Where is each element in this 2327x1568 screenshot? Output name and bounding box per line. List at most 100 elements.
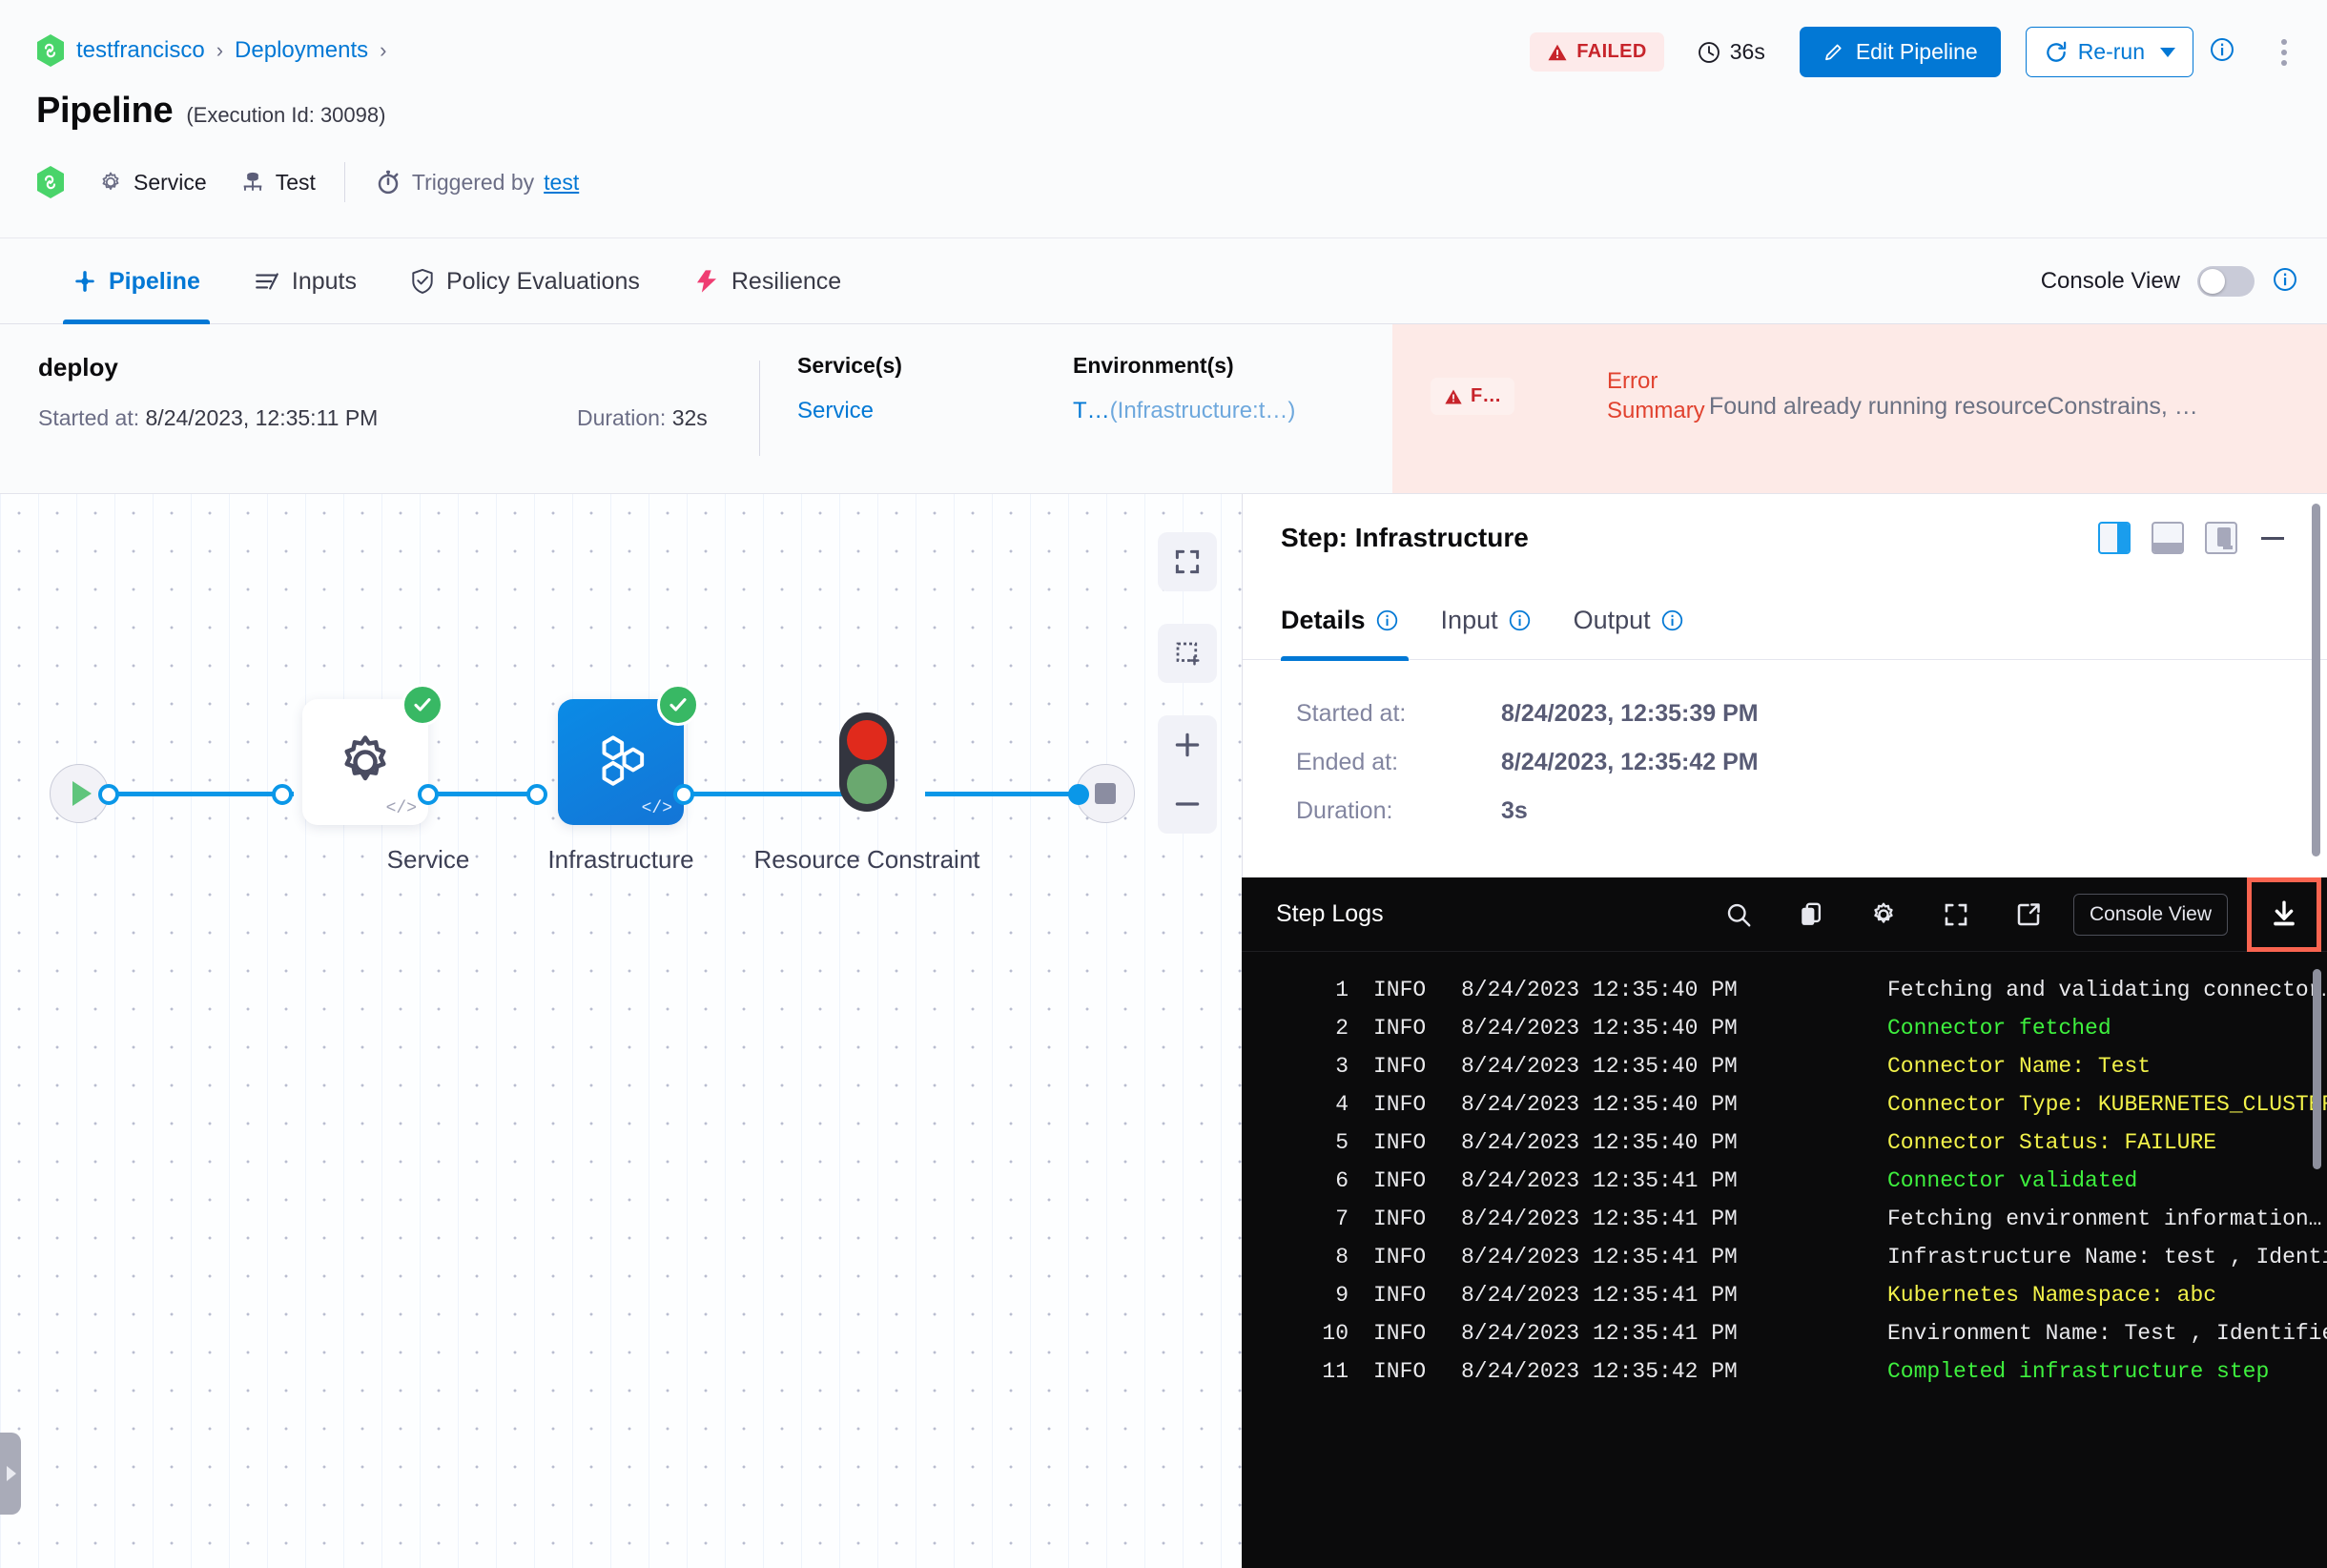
tab-pipeline[interactable]: Pipeline	[46, 238, 227, 324]
port-start-out[interactable]	[98, 784, 119, 805]
port-service-in[interactable]	[272, 784, 293, 805]
stage-duration: Duration: 32s	[577, 405, 708, 431]
zoom-in-button[interactable]	[1158, 715, 1217, 774]
tab-output[interactable]: Output	[1553, 582, 1705, 660]
traffic-light-green-icon	[847, 764, 887, 804]
dock-right-icon[interactable]	[2098, 522, 2131, 554]
breadcrumb-item-deployments[interactable]: Deployments	[235, 37, 369, 63]
tab-details[interactable]: Details	[1281, 582, 1420, 661]
tab-input-label: Input	[1440, 606, 1498, 634]
step-detail-header-actions	[2098, 494, 2287, 582]
copy-icon[interactable]	[1783, 887, 1839, 942]
edge-constraint-to-end	[925, 792, 1116, 796]
console-view-info-icon[interactable]	[2272, 266, 2298, 298]
chevron-down-icon	[2160, 47, 2175, 57]
step-logs-toolbar: Step Logs	[1242, 877, 2327, 952]
error-status-badge-label: F…	[1471, 385, 1502, 406]
log-line-level: INFO	[1373, 1321, 1427, 1346]
hexagons-icon	[602, 735, 645, 786]
breadcrumb-item-project[interactable]: testfrancisco	[76, 37, 205, 63]
edge-service-to-infrastructure	[360, 792, 542, 796]
log-line-time: 8/24/2023 12:35:40 PM	[1461, 1130, 1738, 1155]
service-node-code-icon: </>	[385, 799, 417, 818]
resource-constraint-node[interactable]	[839, 712, 895, 812]
environments-value-group[interactable]: T…(Infrastructure:t…)	[1073, 398, 1295, 424]
port-service-out[interactable]	[418, 784, 439, 805]
log-line: 3 INFO 8/24/2023 12:35:40 PM Connector N…	[1242, 1047, 2327, 1085]
field-ended-at-key: Ended at:	[1296, 749, 1399, 775]
console-view-switch[interactable]	[2197, 266, 2255, 297]
info-icon[interactable]	[1660, 609, 1684, 632]
warning-triangle-icon	[1548, 44, 1567, 60]
field-started-at: Started at: 8/24/2023, 12:35:39 PM	[1296, 700, 2289, 728]
open-external-icon[interactable]	[2001, 887, 2056, 942]
step-logs-scrollbar[interactable]	[2313, 969, 2321, 1169]
log-line-level: INFO	[1373, 1359, 1427, 1384]
port-infrastructure-out[interactable]	[673, 784, 694, 805]
log-line-level: INFO	[1373, 1016, 1427, 1041]
search-icon[interactable]	[1711, 887, 1766, 942]
log-line: 8 INFO 8/24/2023 12:35:41 PM Infrastruct…	[1242, 1238, 2327, 1276]
fullscreen-icon[interactable]	[1928, 887, 1984, 942]
port-infrastructure-in[interactable]	[526, 784, 547, 805]
resilience-icon	[696, 270, 716, 293]
left-drawer-handle[interactable]	[0, 1433, 21, 1515]
dock-bottom-icon[interactable]	[2152, 522, 2184, 554]
logs-console-view-button[interactable]: Console View	[2072, 894, 2228, 936]
fit-to-screen-button[interactable]	[1158, 532, 1217, 591]
tab-details-label: Details	[1281, 606, 1366, 634]
execution-duration-label: 36s	[1729, 39, 1765, 64]
step-detail-scrollbar[interactable]	[2312, 504, 2320, 856]
port-end-in[interactable]	[1068, 784, 1089, 805]
status-badge: FAILED	[1530, 32, 1664, 72]
log-line: 4 INFO 8/24/2023 12:35:40 PM Connector T…	[1242, 1085, 2327, 1124]
tab-policy-evaluations[interactable]: Policy Evaluations	[383, 238, 667, 324]
log-line-number: 6	[1335, 1168, 1349, 1193]
summary-divider	[759, 361, 760, 456]
log-line-number: 3	[1335, 1054, 1349, 1079]
check-icon	[669, 698, 687, 712]
kebab-menu-icon[interactable]	[2270, 35, 2298, 70]
info-icon[interactable]	[1508, 609, 1532, 632]
gear-icon[interactable]	[1856, 887, 1911, 942]
log-line: 11 INFO 8/24/2023 12:35:42 PM Completed …	[1242, 1352, 2327, 1391]
minimize-icon[interactable]	[2258, 524, 2287, 552]
tab-resilience[interactable]: Resilience	[667, 238, 868, 324]
log-line-message: Connector fetched	[1887, 1016, 2111, 1041]
gear-icon	[102, 172, 119, 191]
field-duration-key: Duration:	[1296, 797, 1393, 824]
tab-input[interactable]: Input	[1420, 582, 1553, 660]
rerun-info-icon[interactable]	[2209, 36, 2235, 68]
step-logs-body[interactable]: 1 INFO 8/24/2023 12:35:40 PM Fetching an…	[1242, 952, 2327, 1568]
stage-started-key: Started at:	[38, 405, 140, 430]
rerun-button[interactable]: Re-run	[2025, 27, 2193, 77]
float-panel-icon[interactable]	[2205, 522, 2237, 554]
primary-tab-bar: Pipeline Inputs Policy Evaluations	[0, 238, 2327, 324]
error-summary-panel: F… Error Summary Found already running r…	[1392, 324, 2327, 493]
gear-icon	[344, 735, 386, 781]
log-line: 2 INFO 8/24/2023 12:35:40 PM Connector f…	[1242, 1009, 2327, 1047]
service-node[interactable]: </>	[302, 684, 443, 825]
zoom-out-button[interactable]	[1158, 774, 1217, 834]
selection-box-button[interactable]	[1158, 624, 1217, 683]
log-line: 1 INFO 8/24/2023 12:35:40 PM Fetching an…	[1242, 971, 2327, 1009]
console-view-toggle-group: Console View	[2041, 238, 2298, 324]
plus-icon	[1175, 732, 1200, 757]
info-icon[interactable]	[1375, 609, 1399, 632]
services-value[interactable]: Service	[797, 398, 875, 423]
canvas-zoom-controls	[1158, 715, 1217, 834]
execution-meta-row: Service Test	[36, 162, 579, 202]
stage-summary-bar: deploy Started at: 8/24/2023, 12:35:11 P…	[0, 324, 2327, 494]
log-line-time: 8/24/2023 12:35:41 PM	[1461, 1207, 1738, 1231]
infrastructure-node[interactable]: </>	[558, 684, 699, 825]
minus-icon	[1175, 802, 1200, 806]
download-logs-button[interactable]	[2247, 877, 2321, 952]
edit-pipeline-button[interactable]: Edit Pipeline	[1799, 27, 2001, 77]
tab-inputs[interactable]: Inputs	[227, 238, 383, 324]
field-duration: Duration: 3s	[1296, 797, 2289, 825]
pipeline-canvas[interactable]: </> Service </>	[0, 494, 1242, 1568]
expand-icon	[1175, 549, 1200, 574]
log-line-message: Fetching and validating connector…	[1887, 978, 2327, 1002]
log-line-time: 8/24/2023 12:35:40 PM	[1461, 978, 1738, 1002]
trigger-user-link[interactable]: test	[544, 169, 580, 195]
